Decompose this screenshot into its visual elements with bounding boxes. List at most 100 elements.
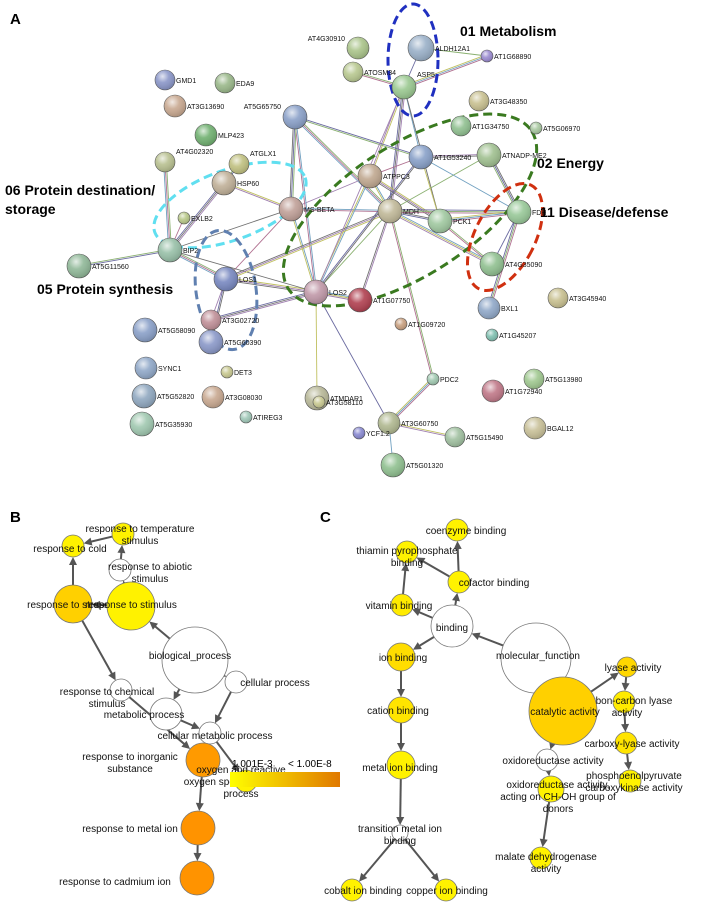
- go-node-label: transition metal ion: [358, 824, 442, 835]
- network-edge: [289, 116, 295, 209]
- protein-node-at1g45207: AT1G45207: [485, 328, 536, 342]
- go-node-label: coenzyme binding: [426, 526, 507, 537]
- go-node-label: response to inorganic: [82, 752, 178, 763]
- protein-node-atnadp-me2: ATNADP-ME2: [476, 142, 547, 168]
- protein-node-exlb2: EXLB2: [177, 211, 213, 225]
- protein-node-label: ATOSM34: [364, 70, 396, 77]
- protein-node-shine: [409, 145, 433, 169]
- protein-node-shine: [195, 124, 217, 146]
- go-node-label: phosphoenolpyruvate: [586, 771, 682, 782]
- network-edge: [390, 209, 520, 212]
- go-edge-arrowhead: [397, 689, 405, 697]
- go-node-label: substance: [107, 764, 153, 775]
- go-node-label: response to cold: [33, 544, 106, 555]
- network-edge: [315, 291, 390, 424]
- protein-node-label: AT5G52820: [157, 394, 194, 401]
- go-nodes-b: response to temperature stimulus response …: [27, 522, 310, 896]
- go-edge: [542, 801, 551, 842]
- network-edge: [295, 115, 392, 211]
- cluster-ellipse-disease-defense: [465, 182, 545, 292]
- network-edge: [389, 211, 492, 266]
- go-graph-molecular-function: coenzyme binding thiamin pyrophosphate bin…: [324, 518, 683, 902]
- protein-node-shine: [378, 412, 400, 434]
- go-node-circle: [386, 750, 416, 780]
- go-edge-arrowhead: [621, 723, 630, 733]
- protein-node-shine: [201, 310, 221, 330]
- go-edge-arrowhead: [471, 632, 481, 641]
- network-edge: [169, 208, 292, 251]
- legend-gradient-bar: [230, 772, 340, 787]
- protein-node-at5g65750: AT5G65750: [244, 104, 308, 130]
- go-node-label: biological_process: [149, 651, 231, 662]
- protein-node-label: MS-BETA: [304, 207, 335, 214]
- protein-node-label: AT5G15490: [466, 435, 503, 442]
- protein-node-atireg3: ATIREG3: [239, 410, 283, 424]
- network-edge: [390, 210, 435, 379]
- go-node-circle: [616, 656, 638, 678]
- network-edge: [169, 182, 225, 251]
- network-edge: [489, 212, 521, 309]
- network-edge: [358, 210, 390, 300]
- cluster-ellipse-protein-destination: [152, 160, 308, 250]
- protein-node-at3g13690: AT3G13690: [163, 94, 224, 118]
- go-edge: [417, 610, 434, 619]
- protein-node-shine: [477, 143, 501, 167]
- protein-node-at5g60390: AT5G60390: [198, 329, 261, 355]
- protein-node-shine: [343, 62, 363, 82]
- go-node-cation-binding: cation binding: [367, 696, 429, 724]
- go-node-metal-ion-binding: metal ion binding: [362, 750, 438, 780]
- go-node-metabolic-process: metabolic process: [104, 697, 184, 731]
- go-node-label: stimulus: [132, 574, 169, 585]
- protein-node-label: AT5G65750: [244, 104, 281, 111]
- go-edge: [476, 634, 504, 647]
- protein-node-shine: [214, 267, 238, 291]
- protein-network: GMD1AT4G30910ALDH12A1AT1G68890EDA9AT3G13…: [5, 2, 669, 478]
- network-edge: [370, 87, 406, 177]
- go-node-binding: binding: [430, 604, 474, 648]
- protein-node-label: FDH: [532, 210, 546, 217]
- go-edge-arrowhead: [190, 721, 200, 730]
- protein-node-label: AT3G02720: [222, 318, 259, 325]
- protein-node-label: DET3: [234, 370, 252, 377]
- go-edge-arrowhead: [453, 540, 462, 550]
- protein-node-label: AT5G13980: [545, 377, 582, 384]
- go-edge-arrowhead: [108, 671, 116, 681]
- cluster-label-metabolism: 01 Metabolism: [460, 23, 556, 39]
- network-edge: [164, 161, 171, 251]
- network-edge: [403, 54, 487, 87]
- go-node-circle: [434, 878, 458, 902]
- protein-node-shine: [392, 75, 416, 99]
- protein-node-label: AT5G11560: [92, 264, 129, 271]
- go-node-label: thiamin pyrophosphate: [356, 546, 458, 557]
- protein-node-at3g45940: AT3G45940: [547, 287, 606, 309]
- go-node-circle: [61, 534, 85, 558]
- protein-node-at5g01320: AT5G01320: [380, 452, 443, 478]
- protein-node-atppc3: ATPPC3: [357, 163, 410, 189]
- go-node-vitamin-binding: vitamin binding: [366, 593, 432, 617]
- network-edge: [403, 55, 488, 88]
- network-edge: [315, 210, 391, 293]
- go-node-label: oxidoreductase activity,: [506, 780, 609, 791]
- go-edge: [590, 675, 615, 693]
- protein-node-label: BIP2: [183, 248, 198, 255]
- protein-node-pck1: PCK1: [427, 208, 471, 234]
- network-edge: [295, 116, 318, 292]
- protein-node-shine: [240, 411, 252, 423]
- go-node-label: activity: [531, 864, 562, 875]
- go-edge: [215, 741, 237, 769]
- go-node-label: response to temperature: [86, 524, 195, 535]
- protein-node-mdh: MDH: [377, 198, 419, 224]
- go-node-circle: [618, 769, 642, 793]
- network-edge: [168, 181, 224, 250]
- go-node-label: cellular process: [240, 678, 309, 689]
- protein-node-shine: [283, 105, 307, 129]
- protein-node-label: AT4G30910: [308, 36, 345, 43]
- protein-node-at1g72940: AT1G72940: [481, 379, 542, 403]
- go-edge-arrowhead: [91, 600, 101, 609]
- network-edge: [225, 279, 316, 294]
- network-edge: [169, 249, 317, 293]
- protein-node-at5g11560: AT5G11560: [66, 253, 129, 279]
- protein-node-shine: [408, 35, 434, 61]
- go-node-label: response to stimulus: [85, 600, 177, 611]
